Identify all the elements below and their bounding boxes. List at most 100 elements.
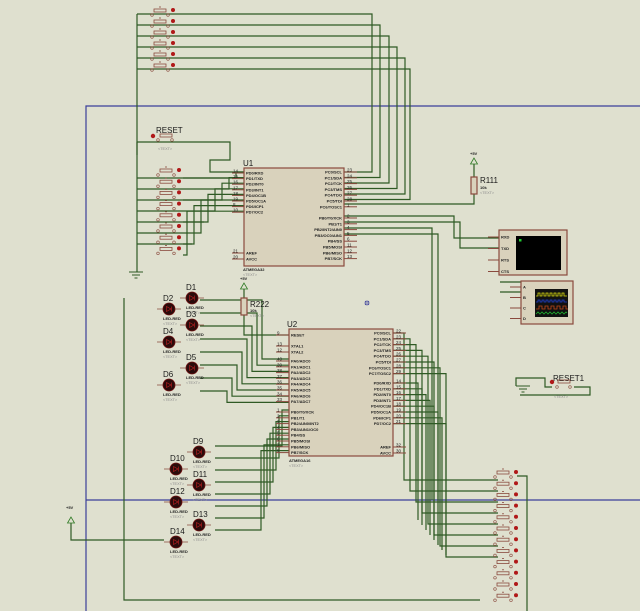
push-button[interactable]	[493, 580, 518, 591]
push-button[interactable]	[156, 244, 181, 255]
push-button[interactable]	[493, 490, 518, 502]
svg-text:21: 21	[396, 419, 402, 424]
svg-text:AREF: AREF	[246, 251, 257, 256]
wire	[515, 377, 552, 388]
push-button[interactable]	[493, 479, 518, 490]
svg-text:CTS: CTS	[501, 269, 509, 274]
wire	[393, 367, 498, 547]
svg-text:PC0/SCL: PC0/SCL	[325, 170, 342, 175]
push-button[interactable]	[150, 61, 175, 72]
led-text: <TEXT>	[170, 515, 185, 519]
led-text: <TEXT>	[186, 338, 201, 342]
push-button[interactable]	[493, 535, 518, 546]
push-button[interactable]	[150, 28, 175, 39]
push-button[interactable]	[150, 17, 175, 28]
svg-text:RESET: RESET	[291, 333, 305, 338]
push-button[interactable]	[150, 39, 175, 50]
svg-text:PA5/ADC5: PA5/ADC5	[291, 388, 311, 393]
push-button[interactable]	[156, 166, 181, 177]
resistor-r111[interactable]: R111 10k <TEXT>	[470, 176, 498, 195]
svg-text:22: 22	[396, 329, 402, 334]
svg-text:PC5/TDI: PC5/TDI	[376, 360, 391, 365]
svg-text:PD5/OC1A: PD5/OC1A	[246, 199, 266, 204]
led-text: <TEXT>	[163, 322, 178, 326]
svg-text:TXD: TXD	[501, 246, 509, 251]
push-button[interactable]	[493, 524, 518, 535]
terminal-pin-txd: TXD	[488, 246, 509, 251]
wire	[183, 199, 244, 234]
push-button[interactable]	[493, 591, 518, 602]
wire	[200, 390, 289, 403]
push-button[interactable]	[156, 222, 181, 233]
svg-text:2: 2	[277, 413, 280, 418]
push-button[interactable]	[493, 558, 518, 569]
led-part: LED-RED	[170, 509, 188, 514]
right-button-column	[493, 468, 528, 611]
svg-text:4: 4	[347, 225, 350, 230]
led-ref: D5	[186, 353, 197, 362]
push-button[interactable]	[156, 177, 181, 188]
svg-text:R222: R222	[250, 300, 270, 309]
svg-text:PC1/SDA: PC1/SDA	[374, 336, 391, 341]
reset1-text: <TEXT>	[554, 395, 569, 399]
led-text: <TEXT>	[193, 498, 208, 502]
push-button[interactable]	[156, 211, 181, 222]
resistor-r222[interactable]: R222 10k <TEXT>	[240, 297, 270, 318]
led-ref: D1	[186, 283, 197, 292]
push-button[interactable]	[493, 569, 518, 580]
reset1-button[interactable]: RESET1 <TEXT>	[549, 374, 585, 399]
svg-text:18: 18	[396, 402, 402, 407]
push-button[interactable]	[156, 200, 181, 211]
u1-button-column	[156, 166, 181, 255]
svg-text:PD2/INT0: PD2/INT0	[373, 392, 391, 397]
svg-text:3: 3	[277, 419, 280, 424]
svg-text:AVCC: AVCC	[246, 257, 257, 262]
push-button[interactable]	[493, 468, 518, 479]
svg-text:PD6/ICP1: PD6/ICP1	[246, 204, 265, 209]
top-button-column	[150, 6, 175, 72]
svg-text:40: 40	[277, 357, 283, 362]
svg-text:17: 17	[233, 185, 239, 190]
wire	[200, 338, 289, 379]
push-button[interactable]	[150, 6, 175, 17]
led-part: LED-RED	[163, 316, 181, 321]
wire	[137, 35, 390, 184]
reset-button[interactable]: RESET <TEXT>	[150, 126, 183, 151]
svg-text:PC2/TCK: PC2/TCK	[374, 342, 391, 347]
push-button[interactable]	[156, 233, 181, 244]
svg-text:13: 13	[277, 342, 283, 347]
svg-text:C: C	[523, 306, 526, 311]
svg-text:16: 16	[233, 180, 239, 185]
push-button[interactable]	[493, 502, 518, 513]
push-button[interactable]	[150, 50, 175, 61]
push-button[interactable]	[493, 513, 518, 524]
svg-text:36: 36	[277, 380, 283, 385]
svg-text:PB1/T1: PB1/T1	[328, 221, 342, 226]
push-button[interactable]	[156, 188, 181, 199]
push-button[interactable]	[493, 547, 518, 558]
